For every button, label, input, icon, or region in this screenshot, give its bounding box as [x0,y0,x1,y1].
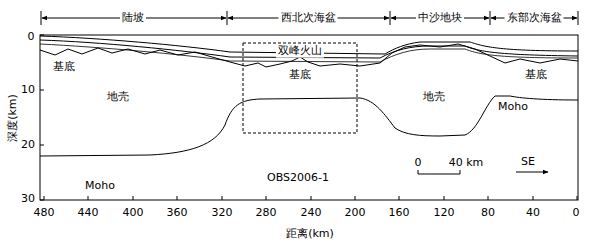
tick-label: 10 [21,84,35,97]
scale-label: 0 [415,157,422,170]
layer-label: 基底 [53,61,75,74]
axis-title: 深度(km) [7,94,20,142]
tick-label: 20 [21,139,35,152]
moho-line [40,96,578,156]
region-label: 东部次海盆 [505,12,564,25]
layer-label: 基底 [525,69,547,82]
tick-label: 280 [256,207,277,220]
layer-label: 基底 [289,69,311,82]
plot-frame [40,35,578,200]
tick-label: 480 [34,207,55,220]
tick-label: 120 [434,207,455,220]
boundary-label: Moho [498,101,528,114]
layer-label: 地壳 [107,91,129,104]
scale-label: 40 km [449,157,484,170]
tick-label: 30 [21,193,35,206]
region-label: 陆坡 [120,12,146,25]
tick-label: 160 [389,207,410,220]
tick-label: 320 [212,207,233,220]
tick-label: 0 [573,207,580,220]
region-bar [41,11,578,25]
axis-ticks [40,35,577,200]
layer-label: 地壳 [423,91,445,104]
direction-label: SE [521,156,535,169]
region-label: 中沙地块 [416,12,464,25]
direction-arrow [516,172,548,173]
boundary-label: Moho [85,180,115,193]
profile-name: OBS2006-1 [267,172,329,185]
tick-label: 0 [28,31,35,44]
tick-label: 440 [78,207,99,220]
tick-label: 240 [301,207,322,220]
dashed-box [243,43,357,133]
tick-label: 80 [481,207,495,220]
feature-label: 双峰火山 [276,45,324,58]
scale-bar [418,170,460,174]
tick-label: 400 [123,207,144,220]
tick-label: 200 [345,207,366,220]
region-label: 西北次海盆 [279,12,338,25]
basement-line [40,44,578,67]
tick-label: 360 [167,207,188,220]
tick-label: 40 [526,207,540,220]
axis-title: 距离(km) [286,228,334,241]
